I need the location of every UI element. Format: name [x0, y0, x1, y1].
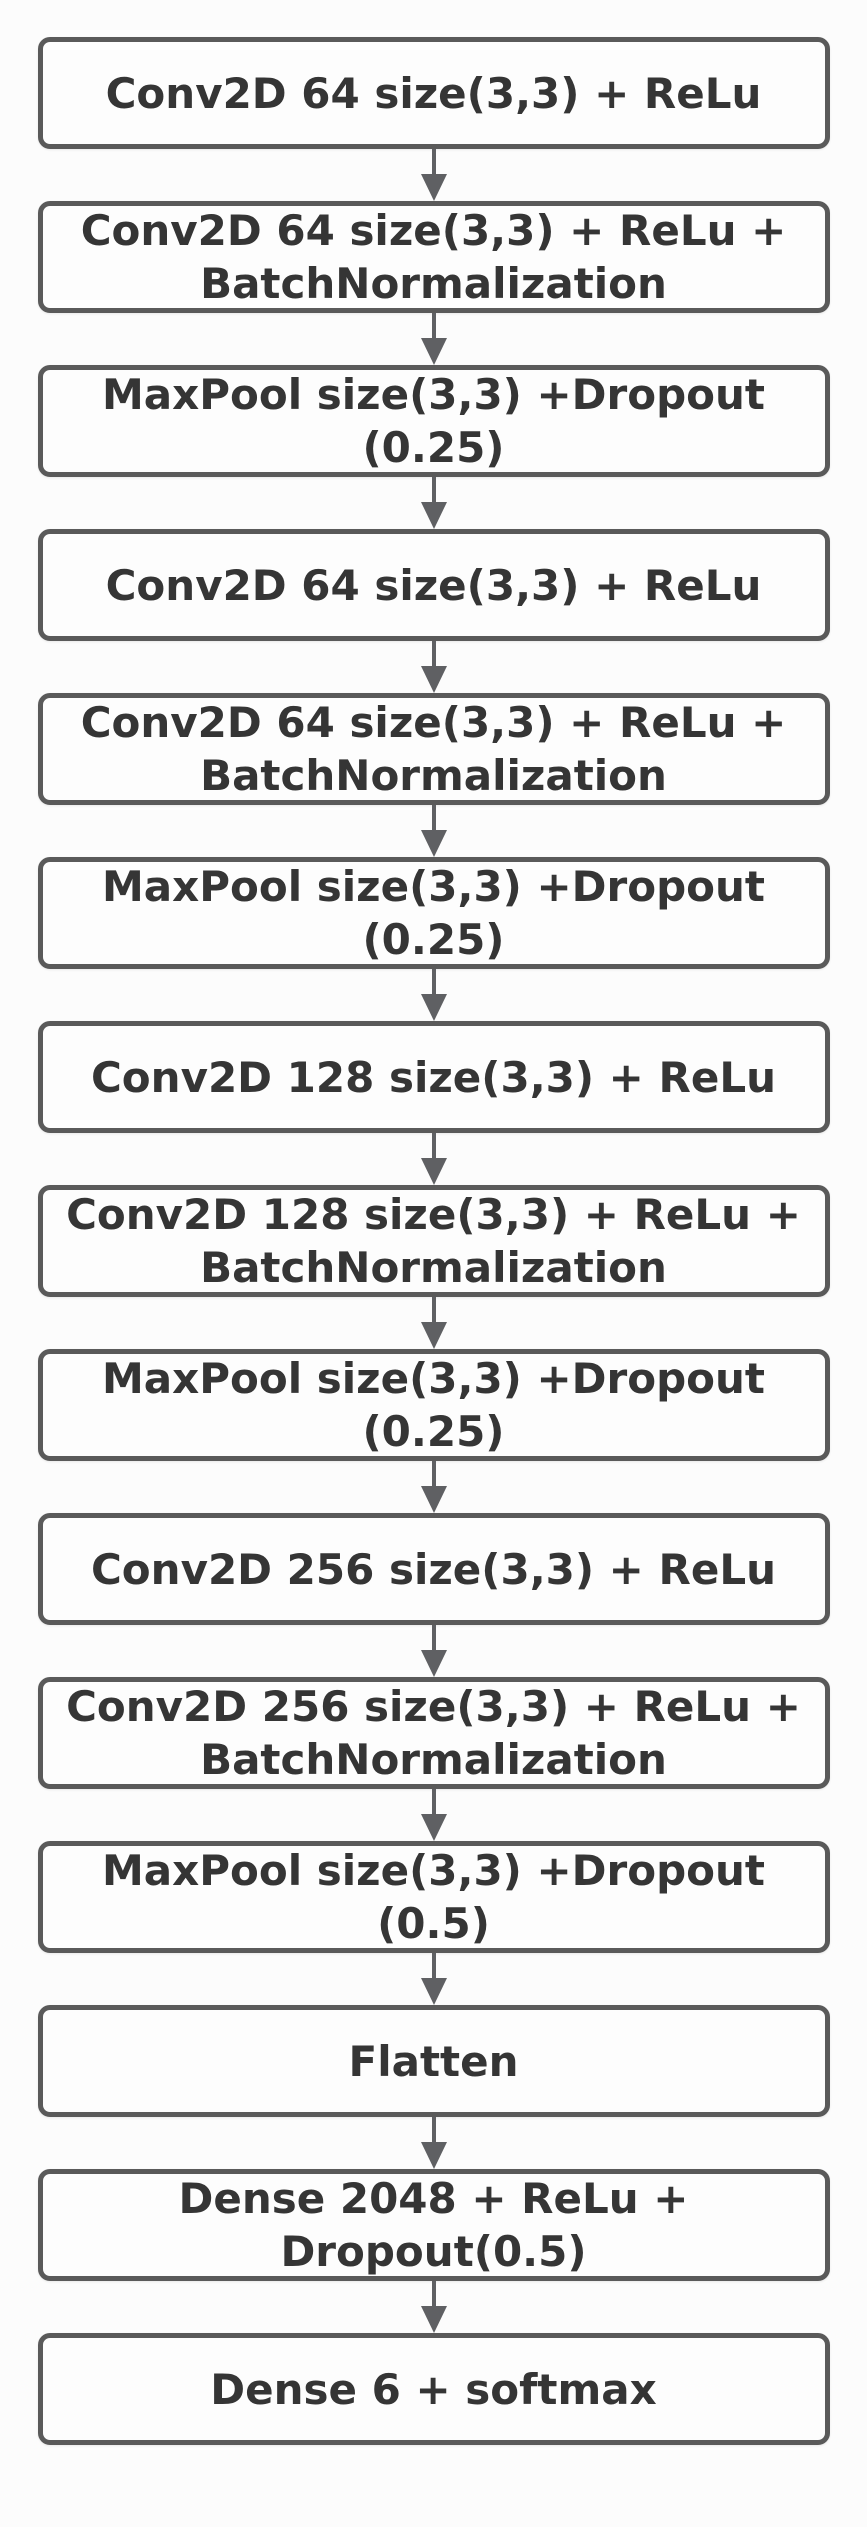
node-label: MaxPool size(3,3) +Dropout [102, 370, 765, 419]
node-label: Conv2D 64 size(3,3) + ReLu [105, 560, 762, 610]
flow-arrow-icon [418, 1133, 450, 1185]
node-label: (0.25) [362, 1407, 505, 1456]
node-conv2d-64-relu-2: Conv2D 64 size(3,3) + ReLu [37, 529, 830, 641]
node-label: Dense 6 + softmax [210, 2364, 657, 2414]
node-label: BatchNormalization [200, 1735, 667, 1784]
node-dense-6-softmax: Dense 6 + softmax [37, 2333, 830, 2445]
node-label: BatchNormalization [200, 259, 667, 308]
flow-arrow-icon [418, 969, 450, 1021]
flow-arrow-icon [418, 149, 450, 201]
node-label: MaxPool size(3,3) +Dropout [102, 1354, 765, 1403]
flow-arrow-icon [418, 1953, 450, 2005]
node-maxpool-dropout-1: MaxPool size(3,3) +Dropout (0.25) [37, 365, 830, 477]
node-label: Conv2D 256 size(3,3) + ReLu [90, 1544, 776, 1594]
flow-arrow-icon [418, 805, 450, 857]
flow-arrow-icon [418, 313, 450, 365]
node-conv2d-256-relu-bn: Conv2D 256 size(3,3) + ReLu + BatchNorma… [37, 1677, 830, 1789]
node-flatten: Flatten [37, 2005, 830, 2117]
node-dense-2048-relu-dropout: Dense 2048 + ReLu + Dropout(0.5) [37, 2169, 830, 2281]
node-maxpool-dropout-2: MaxPool size(3,3) +Dropout (0.25) [37, 857, 830, 969]
node-conv2d-64-relu-bn-1: Conv2D 64 size(3,3) + ReLu + BatchNormal… [37, 201, 830, 313]
node-conv2d-64-relu-bn-2: Conv2D 64 size(3,3) + ReLu + BatchNormal… [37, 693, 830, 805]
node-label: (0.5) [377, 1899, 490, 1948]
node-conv2d-64-relu-1: Conv2D 64 size(3,3) + ReLu [37, 37, 830, 149]
flow-arrow-icon [418, 2117, 450, 2169]
node-label: Conv2D 64 size(3,3) + ReLu + [80, 206, 787, 255]
node-conv2d-128-relu-bn: Conv2D 128 size(3,3) + ReLu + BatchNorma… [37, 1185, 830, 1297]
node-label: Flatten [348, 2036, 519, 2086]
flow-arrow-icon [418, 1625, 450, 1677]
node-label: MaxPool size(3,3) +Dropout [102, 862, 765, 911]
node-label: BatchNormalization [200, 1243, 667, 1292]
node-label: Conv2D 64 size(3,3) + ReLu + [80, 698, 787, 747]
node-label: Conv2D 64 size(3,3) + ReLu [105, 68, 762, 118]
node-maxpool-dropout-3: MaxPool size(3,3) +Dropout (0.25) [37, 1349, 830, 1461]
node-label: Conv2D 256 size(3,3) + ReLu + [66, 1682, 801, 1731]
node-label: Conv2D 128 size(3,3) + ReLu + [66, 1190, 801, 1239]
node-label: (0.25) [362, 423, 505, 472]
flow-arrow-icon [418, 1461, 450, 1513]
flow-arrow-icon [418, 477, 450, 529]
node-label: BatchNormalization [200, 751, 667, 800]
node-label: Dense 2048 + ReLu + [178, 2174, 689, 2223]
flow-arrow-icon [418, 641, 450, 693]
flow-arrow-icon [418, 2281, 450, 2333]
node-label: MaxPool size(3,3) +Dropout [102, 1846, 765, 1895]
node-label: Conv2D 128 size(3,3) + ReLu [90, 1052, 776, 1102]
node-maxpool-dropout-4: MaxPool size(3,3) +Dropout (0.5) [37, 1841, 830, 1953]
node-label: Dropout(0.5) [280, 2227, 587, 2276]
flow-arrow-icon [418, 1789, 450, 1841]
flow-arrow-icon [418, 1297, 450, 1349]
node-conv2d-128-relu: Conv2D 128 size(3,3) + ReLu [37, 1021, 830, 1133]
node-conv2d-256-relu: Conv2D 256 size(3,3) + ReLu [37, 1513, 830, 1625]
node-label: (0.25) [362, 915, 505, 964]
